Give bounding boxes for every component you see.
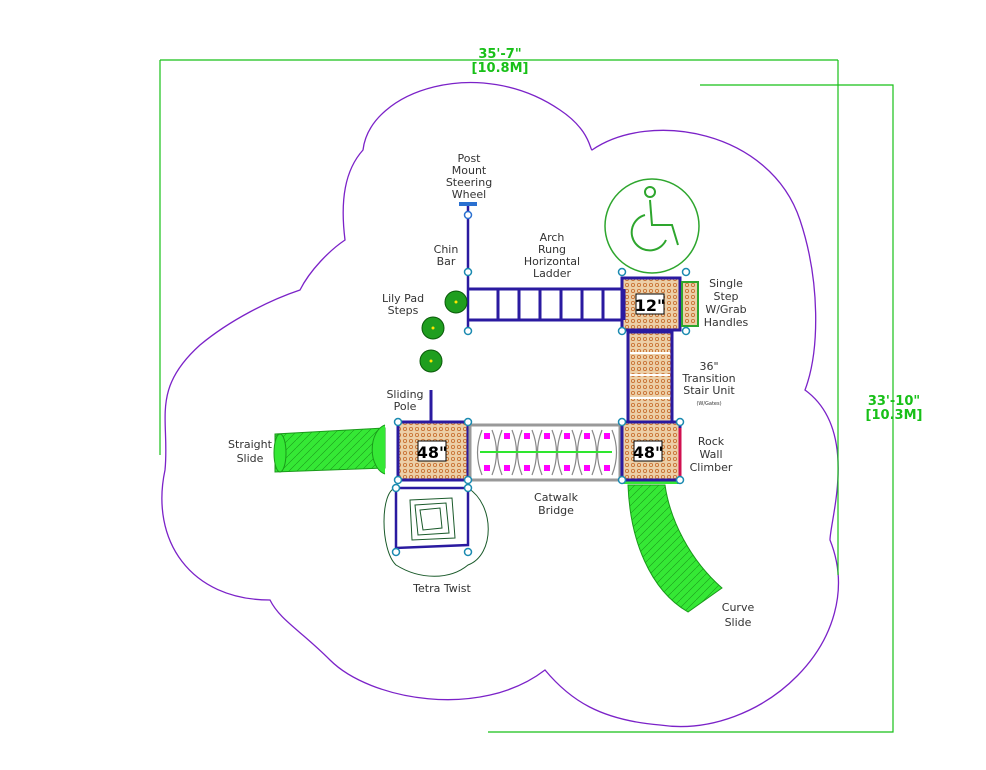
post-marker [617, 417, 627, 427]
accessibility-symbol [604, 178, 700, 274]
label-catwalk-bridge: Catwalk Bridge [534, 491, 579, 517]
label-arch-rung-ladder: Arch Rung Horizontal Ladder [524, 231, 580, 280]
post-marker [393, 475, 403, 485]
label-line: Steering [446, 176, 492, 189]
label-sliding-pole: Sliding Pole [386, 388, 423, 413]
post-marker [617, 267, 627, 277]
label-line: Climber [690, 461, 733, 474]
height-m-label: [10.3M] [866, 408, 923, 423]
label-line: W/Grab [705, 303, 746, 316]
label-line: 36" [699, 360, 718, 373]
label-curve-slide: Curve Slide [722, 601, 755, 629]
label-line: (W/Gates) [696, 401, 721, 407]
label-lily-pad-steps: Lily Pad Steps [382, 292, 424, 317]
post-marker [463, 326, 473, 336]
label-rock-wall: Rock Wall Climber [690, 435, 733, 474]
post-marker [675, 417, 685, 427]
label-line: Curve [722, 601, 755, 614]
label-tetra-twist: Tetra Twist [412, 582, 471, 595]
label-line: Stair Unit [683, 384, 735, 397]
lily-pad-steps [419, 290, 468, 373]
wheelchair-icon [630, 186, 679, 252]
post-marker [391, 547, 401, 557]
straight-slide [273, 424, 386, 475]
label-line: Catwalk [534, 491, 579, 504]
height-ft-label: 33'-10" [868, 394, 920, 409]
deck-right-upper-height: 12" [635, 296, 666, 315]
label-line: Sliding [386, 388, 423, 401]
post-marker [463, 475, 473, 485]
dimension-height: 33'-10" [10.3M] [488, 84, 923, 733]
post-marker [681, 326, 691, 336]
label-line: Lily Pad [382, 292, 424, 305]
post-marker [393, 417, 403, 427]
label-line: Slide [725, 616, 752, 629]
post-marker [617, 326, 627, 336]
horizontal-ladder [466, 270, 626, 330]
curve-slide [621, 463, 723, 613]
label-single-step: Single Step W/Grab Handles [704, 277, 749, 329]
label-line: Slide [237, 452, 264, 465]
label-line: Mount [452, 164, 487, 177]
post-marker [463, 483, 473, 493]
deck-left: 48" [396, 420, 470, 482]
label-line: Wheel [452, 188, 486, 201]
label-chin-bar: Chin Bar [434, 243, 459, 268]
label-line: Single [709, 277, 743, 290]
width-ft-label: 35'-7" [478, 47, 521, 62]
post-marker [463, 417, 473, 427]
posts [391, 267, 691, 557]
label-line: Rung [538, 243, 566, 256]
label-transition-stair: 36" Transition Stair Unit (W/Gates) [681, 360, 735, 407]
label-line: Rock [698, 435, 725, 448]
deck-right-lower: 48" [620, 420, 682, 482]
deck-right-lower-height: 48" [633, 443, 664, 462]
label-line: Straight [228, 438, 273, 451]
label-straight-slide: Straight Slide [228, 438, 273, 465]
label-post-mount-steering-wheel: Post Mount Steering Wheel [446, 152, 492, 201]
post-marker [681, 267, 691, 277]
post-marker [463, 547, 473, 557]
label-line: Horizontal [524, 255, 580, 268]
post-marker [463, 267, 473, 277]
label-line: Step [713, 290, 738, 303]
tetra-twist [383, 486, 489, 577]
width-m-label: [10.8M] [472, 61, 529, 76]
label-line: Transition [681, 372, 735, 385]
label-line: Tetra Twist [412, 582, 471, 595]
label-line: Arch [540, 231, 565, 244]
steering-wheel [459, 202, 477, 272]
label-line: Chin [434, 243, 459, 256]
label-line: Handles [704, 316, 749, 329]
deck-left-height: 48" [417, 443, 448, 462]
deck-right-upper: 12" [620, 276, 699, 332]
label-line: Ladder [533, 267, 572, 280]
label-line: Post [457, 152, 481, 165]
label-line: Bridge [538, 504, 574, 517]
label-line: Wall [699, 448, 722, 461]
label-line: Pole [394, 400, 417, 413]
post-marker [675, 475, 685, 485]
post-marker [391, 483, 401, 493]
use-zone-boundary [161, 81, 840, 728]
transition-stair [626, 330, 674, 424]
label-line: Steps [388, 304, 419, 317]
catwalk-bridge [468, 423, 622, 482]
dimension-width: 35'-7" [10.8M] [159, 47, 839, 575]
post-marker [617, 475, 627, 485]
label-line: Bar [437, 255, 456, 268]
